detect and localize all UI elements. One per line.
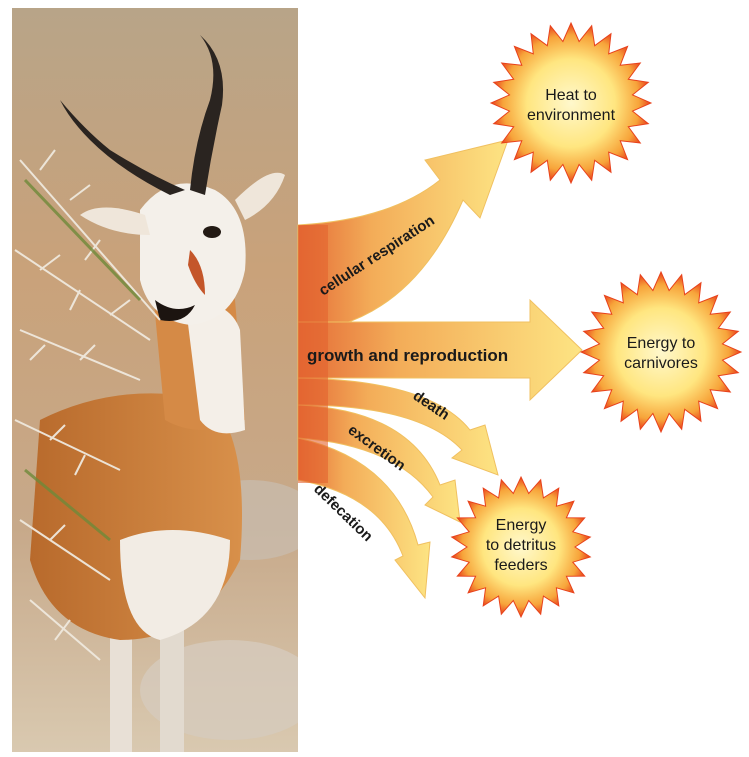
- burst-heat-line2: environment: [527, 107, 616, 124]
- burst-heat-line1: Heat to: [545, 87, 597, 104]
- label-growth-and-reproduction: growth and reproduction: [307, 346, 508, 365]
- burst-energy-to-detritus-feeders: Energy to detritus feeders: [452, 477, 591, 617]
- burst-heat-to-environment: Heat to environment: [491, 23, 651, 183]
- burst-carnivores-line1: Energy to: [627, 335, 696, 352]
- burst-detritus-line1: Energy: [496, 517, 547, 534]
- burst-energy-to-carnivores: Energy to carnivores: [581, 272, 741, 432]
- burst-detritus-line2: to detritus: [486, 537, 556, 554]
- springbok-photo: [12, 8, 320, 752]
- burst-carnivores-line2: carnivores: [624, 355, 698, 372]
- burst-detritus-line3: feeders: [494, 557, 547, 574]
